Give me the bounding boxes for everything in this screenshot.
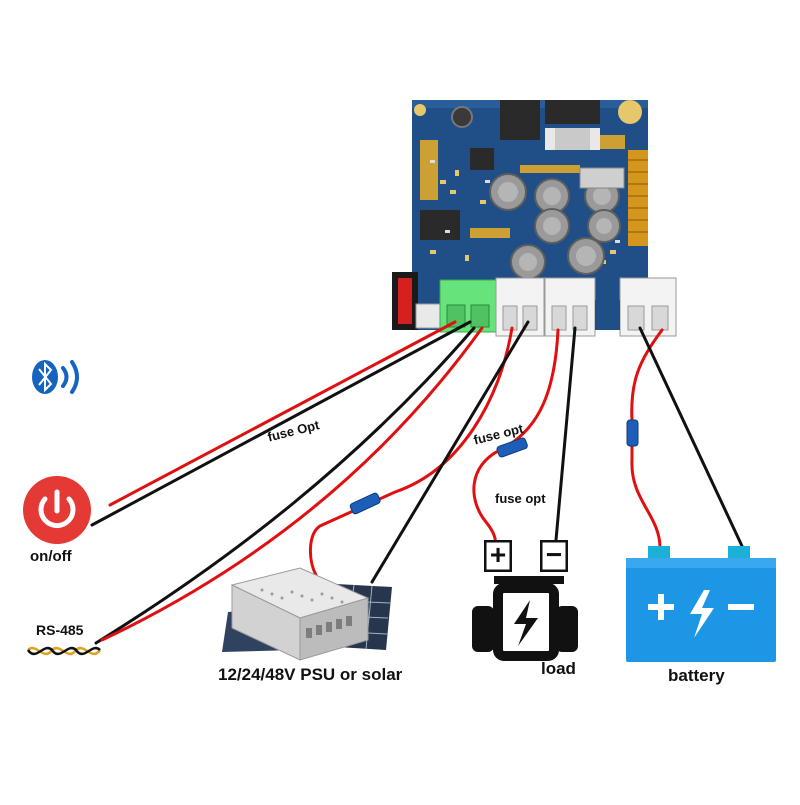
fuse-psu-icon — [349, 492, 381, 515]
psu-solar-label: 12/24/48V PSU or solar — [218, 665, 403, 684]
fuse-load-icon — [496, 437, 528, 458]
load-label: load — [541, 659, 576, 678]
wire-onoff-black — [90, 320, 472, 527]
load-minus-terminal: − — [546, 539, 562, 570]
power-icon — [23, 476, 91, 544]
battery-icon — [626, 546, 776, 662]
wire-load-black — [554, 326, 577, 542]
rs485-label: RS-485 — [36, 622, 84, 638]
circuit-board — [392, 100, 677, 337]
battery-label: battery — [668, 666, 725, 685]
psu-icon — [230, 567, 370, 661]
fuse-battery-icon — [626, 419, 639, 447]
wires — [90, 320, 744, 645]
wire-onoff-red — [108, 320, 457, 507]
rs485-cable-icon — [26, 646, 102, 656]
fuse-opt-label-3: fuse opt — [495, 491, 546, 506]
wire-rs485-red — [100, 326, 484, 642]
wire-psu-red — [309, 326, 514, 577]
wire-battery-black — [638, 326, 744, 548]
wire-rs485-black — [94, 326, 476, 645]
onoff-label: on/off — [30, 548, 72, 565]
bluetooth-icon — [32, 360, 79, 394]
wire-psu-black — [370, 320, 530, 584]
load-motor-icon: + − — [472, 539, 578, 661]
wire-battery-red — [630, 328, 664, 550]
wire-load-red — [472, 328, 560, 550]
load-plus-terminal: + — [490, 539, 506, 570]
